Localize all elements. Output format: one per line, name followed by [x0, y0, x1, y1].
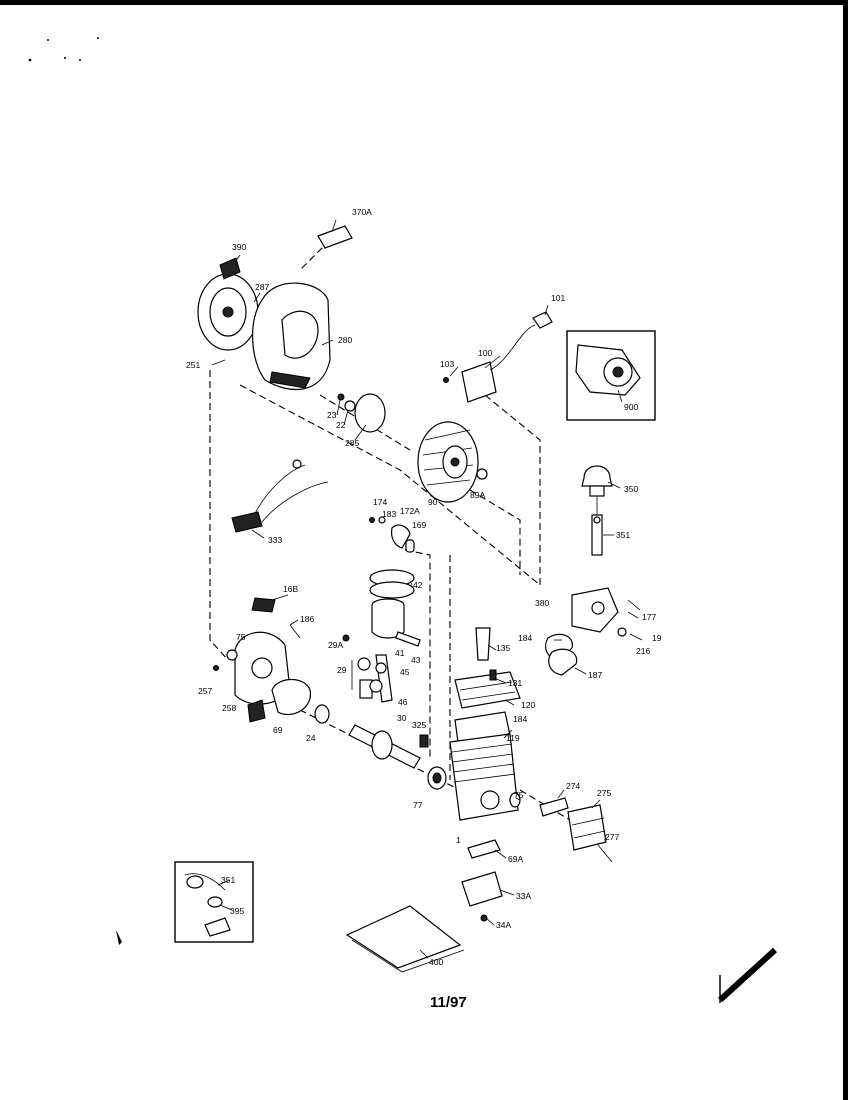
label-184b: 184 — [513, 714, 527, 724]
label-90: 90 — [428, 497, 438, 507]
label-1: 1 — [456, 835, 461, 845]
label-370A: 370A — [352, 207, 372, 217]
label-287: 287 — [255, 282, 269, 292]
label-400: 400 — [429, 957, 443, 967]
label-257: 257 — [198, 686, 212, 696]
scan-marks — [116, 930, 778, 1003]
label-325: 325 — [412, 720, 426, 730]
label-174: 174 — [373, 497, 387, 507]
label-103: 103 — [440, 359, 454, 369]
label-75b: 75 — [514, 790, 524, 800]
muffler-part — [539, 797, 613, 863]
label-395: 395 — [230, 906, 244, 916]
blower-housing-part — [252, 282, 331, 391]
carburetor-inset-box — [566, 330, 656, 421]
label-29: 29 — [337, 665, 347, 675]
part-labels: 370A 390 287 280 251 23 22 285 101 100 1… — [186, 207, 662, 967]
label-100: 100 — [478, 348, 492, 358]
ignition-module-part — [443, 311, 553, 403]
label-30: 30 — [397, 713, 407, 723]
label-216: 216 — [636, 646, 650, 656]
label-351: 351 — [616, 530, 630, 540]
label-274: 274 — [566, 781, 580, 791]
label-120: 120 — [521, 700, 535, 710]
label-22: 22 — [336, 420, 346, 430]
label-89A: 89A — [470, 490, 485, 500]
date-code: 11/97 — [430, 994, 467, 1011]
label-390: 390 — [232, 242, 246, 252]
label-16B: 16B — [283, 584, 298, 594]
label-45: 45 — [400, 667, 410, 677]
label-75a: 75 — [236, 632, 246, 642]
label-187: 187 — [588, 670, 602, 680]
label-351b: 351 — [221, 875, 235, 885]
bottom-plate-part — [461, 839, 503, 922]
label-101: 101 — [551, 293, 565, 303]
label-69A: 69A — [508, 854, 523, 864]
owners-manual-part — [345, 905, 465, 973]
label-131: 131 — [508, 678, 522, 688]
label-251: 251 — [186, 360, 200, 370]
flywheel-part — [417, 421, 488, 503]
label-77: 77 — [413, 800, 423, 810]
needle-bearing-part — [342, 634, 383, 693]
scan-specks — [28, 37, 99, 62]
label-46: 46 — [398, 697, 408, 707]
carburetor-part — [545, 587, 641, 676]
label-29A: 29A — [328, 640, 343, 650]
label-23: 23 — [327, 410, 337, 420]
primer-bulb-part — [581, 465, 613, 556]
label-277: 277 — [605, 832, 619, 842]
crankshaft-part — [348, 654, 421, 769]
label-183: 183 — [382, 509, 396, 519]
label-258: 258 — [222, 703, 236, 713]
label-275: 275 — [597, 788, 611, 798]
label-380: 380 — [535, 598, 549, 608]
label-172A: 172A — [400, 506, 420, 516]
label-186: 186 — [300, 614, 314, 624]
label-333: 333 — [268, 535, 282, 545]
label-350: 350 — [624, 484, 638, 494]
label-169: 169 — [412, 520, 426, 530]
starter-cup-part — [337, 393, 386, 433]
label-119: 119 — [506, 733, 520, 743]
label-33A: 33A — [516, 891, 531, 901]
fuel-line-inset-box — [174, 861, 254, 943]
piston-part — [369, 569, 421, 647]
cylinder-part — [449, 627, 521, 821]
label-280: 280 — [338, 335, 352, 345]
label-34A: 34A — [496, 920, 511, 930]
label-184a: 184 — [518, 633, 532, 643]
crankcase-left-part — [213, 597, 330, 724]
label-43: 43 — [411, 655, 421, 665]
label-900: 900 — [624, 402, 638, 412]
label-42: 42 — [413, 580, 423, 590]
label-24: 24 — [306, 733, 316, 743]
small-fasteners-part — [369, 516, 415, 553]
label-135: 135 — [496, 643, 510, 653]
label-19: 19 — [652, 633, 662, 643]
rewind-starter-part — [197, 257, 259, 351]
label-41: 41 — [395, 648, 405, 658]
leader-lines — [211, 219, 643, 959]
bearing-part — [419, 734, 447, 790]
decal-part — [317, 225, 353, 249]
label-285: 285 — [345, 438, 359, 448]
wire-harness-part — [231, 459, 329, 533]
label-177: 177 — [642, 612, 656, 622]
label-69: 69 — [273, 725, 283, 735]
